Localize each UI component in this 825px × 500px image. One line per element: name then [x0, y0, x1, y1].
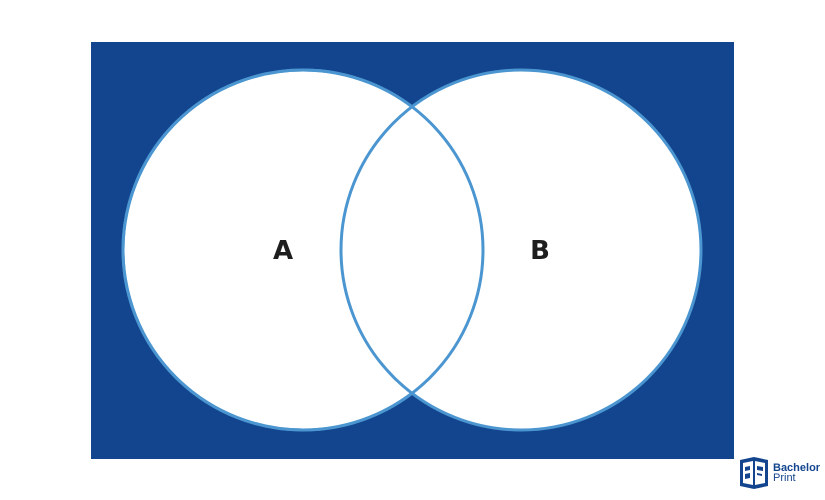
set-a-label: A [273, 236, 293, 266]
set-b-circle [339, 68, 703, 432]
brand-name-line2: Print [773, 472, 796, 484]
brand-name-line1: Bachelor [773, 462, 821, 474]
brand-name: Bachelor Print [773, 462, 821, 484]
bachelorprint-logo-icon [740, 457, 768, 489]
brand-logo: Bachelor Print [738, 456, 822, 492]
set-a-circle-outline [121, 68, 485, 432]
set-b-label: B [530, 236, 550, 266]
